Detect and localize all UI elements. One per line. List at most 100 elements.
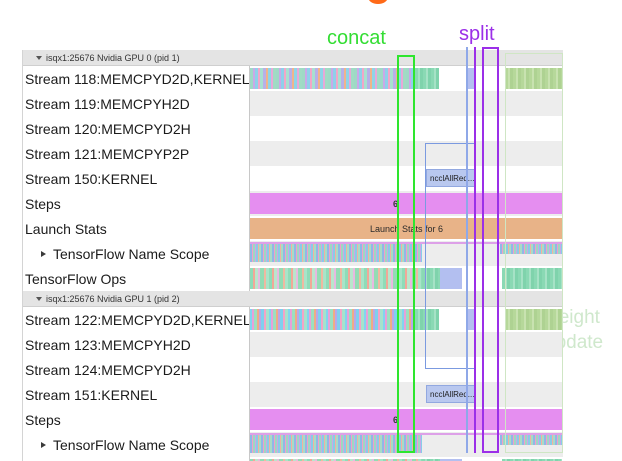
row-label-text: Steps [25,195,61,212]
row-label[interactable]: Steps [23,407,249,432]
name-scope-bars-right [500,435,562,445]
step-number: 6 [393,414,399,425]
chevron-right-icon [41,250,46,257]
activity-block [466,309,476,330]
trace-panel[interactable]: isqx1:25676 Nvidia GPU 0 (pid 1) Stream 1… [22,50,563,461]
group-header-label: isqx1:25676 Nvidia GPU 1 (pid 2) [46,293,180,304]
row-label[interactable]: Launch Stats [23,216,249,241]
timeline-row: Stream 118:MEMCPYD2D,KERNEL,ME [23,66,563,91]
timeline-lane[interactable] [249,357,563,382]
orange-marker-clipped [368,0,388,4]
timeline-row: Stream 151:KERNEL ncclAllRed... [23,382,563,407]
steps-bar[interactable] [250,193,563,214]
timeline-row: Steps 6 [23,191,563,216]
timeline-lane[interactable]: 6 [249,191,563,216]
row-label[interactable]: TensorFlow Name Scope [23,241,249,266]
timeline-lane[interactable]: ncclAllRed... [249,382,563,407]
chevron-down-icon [36,296,42,301]
tf-ops-bars-green-right [502,459,562,461]
activity-bars-green [415,309,439,330]
name-scope-bars-right [500,244,562,254]
row-label-text: TensorFlow Ops [25,270,127,287]
row-label[interactable]: Stream 119:MEMCPYH2D [23,91,249,116]
activity-block [466,68,476,89]
row-label[interactable]: TensorFlow Name Scope [23,432,249,457]
row-label-text: Stream 122:MEMCPYD2D,KERNEL,MI [25,311,249,328]
row-label-text: Stream 119:MEMCPYH2D [25,95,190,112]
timeline-lane[interactable] [249,457,563,461]
row-label-text: TensorFlow Name Scope [53,436,210,453]
timeline-row: Stream 123:MEMCPYH2D [23,332,563,357]
timeline-row: Stream 119:MEMCPYH2D [23,91,563,116]
timeline-lane[interactable] [249,432,563,457]
timeline-lane[interactable] [249,266,563,291]
group-header-label: isqx1:25676 Nvidia GPU 0 (pid 1) [46,52,180,63]
row-label-text: Stream 123:MEMCPYH2D [25,336,191,353]
annotation-split: split [459,23,495,45]
launch-stats-bar[interactable]: Launch Stats for 6 [250,218,563,239]
row-label[interactable]: Stream 151:KERNEL [23,382,249,407]
timeline-row: TensorFlow Ops [23,266,563,291]
timeline-lane[interactable]: ncclAllRed... [249,166,563,191]
activity-bars-lightgreen [505,309,563,330]
group-header-1[interactable]: isqx1:25676 Nvidia GPU 1 (pid 2) [23,291,563,307]
timeline-row: Stream 121:MEMCPYP2P [23,141,563,166]
row-label-text: Stream 121:MEMCPYP2P [25,145,190,162]
name-scope-bars [250,244,422,262]
tf-ops-block [440,268,462,289]
timeline-lane[interactable] [249,332,563,357]
tf-ops-bars-green [422,268,440,289]
row-label[interactable]: Stream 122:MEMCPYD2D,KERNEL,MI [23,307,249,332]
timeline-lane[interactable]: Launch Stats for 6 [249,216,563,241]
timeline-row: Stream 122:MEMCPYD2D,KERNEL,MI [23,307,563,332]
tf-ops-bars [250,268,422,289]
timeline-row: Steps 6 [23,407,563,432]
guide-line-purple [474,47,476,453]
group-header-0[interactable]: isqx1:25676 Nvidia GPU 0 (pid 1) [23,50,563,66]
timeline-row: TensorFlow Ops [23,457,563,461]
scope-separator [250,242,563,244]
row-label[interactable]: TensorFlow Ops [23,266,249,291]
row-label[interactable]: Stream 124:MEMCPYD2H [23,357,249,382]
steps-bar[interactable] [250,409,563,430]
guide-line-blue [466,47,468,453]
row-label[interactable]: Stream 121:MEMCPYP2P [23,141,249,166]
nccl-chip[interactable]: ncclAllRed... [426,169,475,187]
tf-ops-bars-green [422,459,440,461]
scope-separator [250,433,563,435]
row-label[interactable]: Stream 118:MEMCPYD2D,KERNEL,ME [23,66,249,91]
chevron-right-icon [41,441,46,448]
chevron-down-icon [36,55,42,60]
timeline-lane[interactable] [249,116,563,141]
timeline-lane[interactable]: 6 [249,407,563,432]
timeline-row: TensorFlow Name Scope [23,241,563,266]
activity-bars [250,68,415,89]
timeline-lane[interactable] [249,91,563,116]
name-scope-bars [250,435,422,453]
timeline-lane[interactable] [249,141,563,166]
timeline-row: Stream 150:KERNEL ncclAllRed... [23,166,563,191]
row-label[interactable]: TensorFlow Ops [23,457,249,461]
timeline-lane[interactable] [249,241,563,266]
timeline-row: Launch Stats Launch Stats for 6 [23,216,563,241]
timeline-row: TensorFlow Name Scope [23,432,563,457]
timeline-row: Stream 124:MEMCPYD2H [23,357,563,382]
activity-bars-green [415,68,439,89]
annotation-concat: concat [327,27,386,49]
activity-bars [250,309,415,330]
row-label-text: Launch Stats [25,220,107,237]
tf-ops-block [440,459,462,461]
step-number: 6 [393,198,399,209]
timeline-lane[interactable] [249,307,563,332]
row-label[interactable]: Stream 150:KERNEL [23,166,249,191]
timeline-lane[interactable] [249,66,563,91]
activity-bars-lightgreen [505,68,563,89]
row-label[interactable]: Stream 120:MEMCPYD2H [23,116,249,141]
row-label[interactable]: Steps [23,191,249,216]
row-label-text: Stream 150:KERNEL [25,170,158,187]
tf-ops-bars-green-right [502,268,562,289]
row-label-text: Stream 124:MEMCPYD2H [25,361,191,378]
row-label[interactable]: Stream 123:MEMCPYH2D [23,332,249,357]
nccl-chip[interactable]: ncclAllRed... [426,385,475,403]
